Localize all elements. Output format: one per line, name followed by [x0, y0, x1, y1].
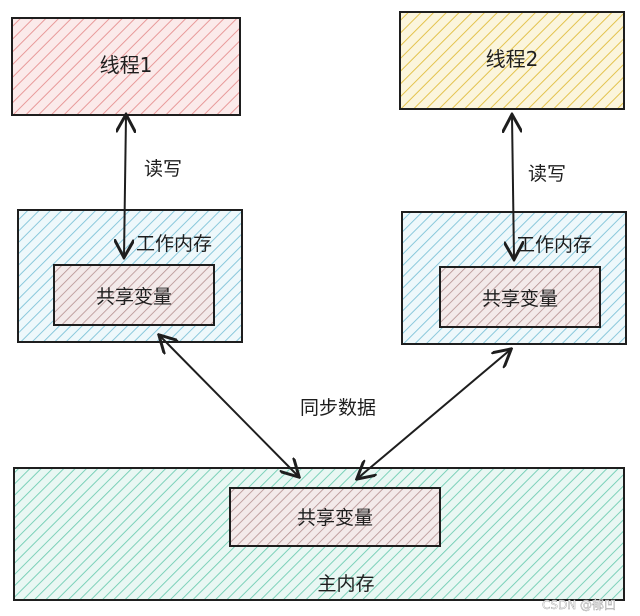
read-write-right-label: 读写 [528, 163, 566, 185]
working-memory-right-label: 工作内存 [516, 234, 592, 256]
main-memory-label: 主内存 [317, 573, 374, 595]
thread2-box: 线程2 [399, 11, 625, 110]
watermark-text: CSDN @郁凹 [542, 597, 616, 612]
shared-var-main-label: 共享变量 [297, 507, 373, 529]
arrow-thread1-working-memory [124, 116, 126, 256]
arrow-sync-right [358, 350, 510, 478]
thread1-label: 线程1 [100, 53, 153, 77]
thread1-box: 线程1 [11, 17, 241, 116]
sync-data-label: 同步数据 [300, 397, 376, 419]
shared-var-main-box: 共享变量 [229, 487, 441, 547]
arrow-thread2-working-memory [512, 116, 514, 258]
shared-var-left-box: 共享变量 [53, 264, 215, 326]
shared-var-right-box: 共享变量 [439, 266, 601, 328]
read-write-left-label: 读写 [144, 158, 182, 180]
shared-var-right-label: 共享变量 [482, 288, 558, 310]
arrow-sync-left [160, 336, 298, 476]
thread2-label: 线程2 [486, 47, 539, 71]
working-memory-left-label: 工作内存 [136, 233, 212, 255]
shared-var-left-label: 共享变量 [96, 286, 172, 308]
